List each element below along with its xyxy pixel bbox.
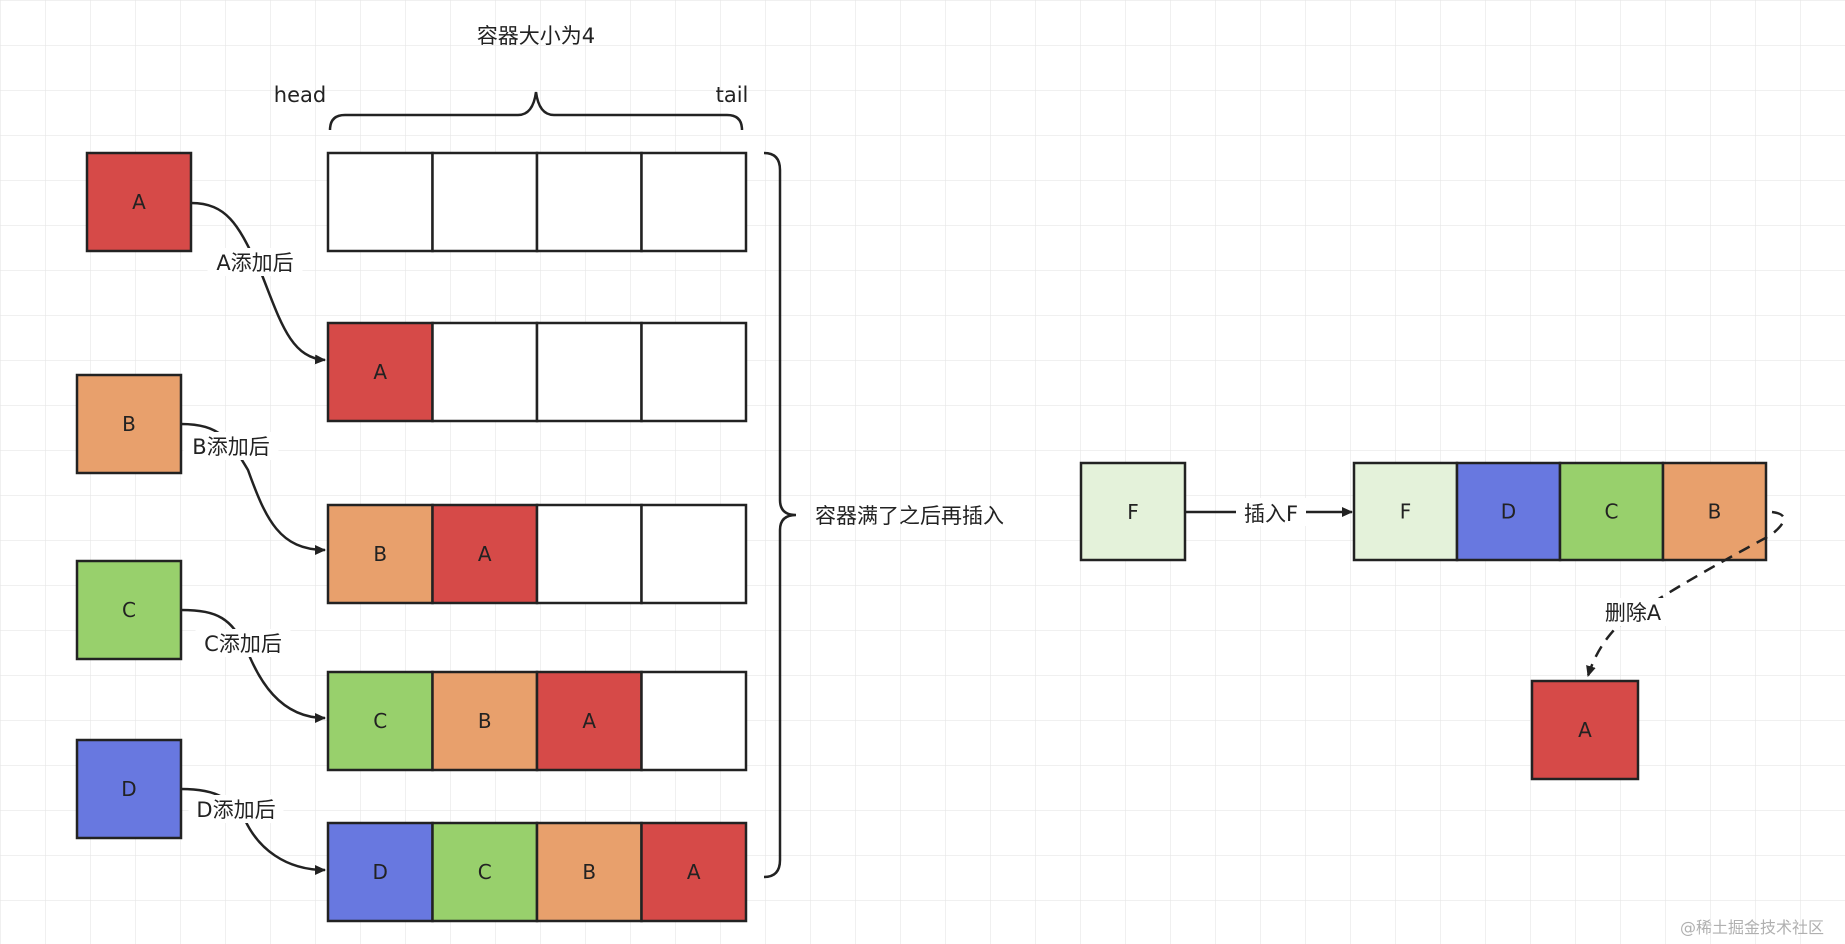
add-label-2: C添加后	[204, 632, 282, 656]
container-size-title: 容器大小为4	[477, 24, 595, 48]
result-cell	[1558, 461, 1665, 562]
result-cell-label: B	[1708, 500, 1722, 524]
item-box-label: C	[122, 598, 136, 622]
result-cell-label: C	[1605, 500, 1619, 524]
queue-cell	[640, 821, 748, 923]
add-label-bg	[207, 248, 303, 276]
new-item-f-box	[1079, 461, 1187, 562]
queue-cell	[326, 151, 434, 253]
queue-cell	[431, 670, 539, 772]
add-label-bg	[188, 795, 284, 823]
item-box-label: B	[122, 412, 136, 436]
delete-label-bg	[1598, 598, 1668, 626]
item-box-label: D	[121, 777, 136, 801]
queue-cell	[535, 821, 643, 923]
removed-item-label: A	[1578, 718, 1592, 742]
item-box-label: A	[132, 190, 146, 214]
queue-cell-label: B	[373, 542, 387, 566]
insert-label-bg	[1236, 498, 1306, 526]
add-arrows: A添加后 B添加后 C添加后 D添加后	[180, 201, 326, 875]
queue-cell	[326, 670, 434, 772]
add-label-bg	[195, 629, 291, 657]
queue-cell	[640, 503, 748, 605]
input-items: A B C D	[75, 151, 193, 840]
queue-cell	[431, 321, 539, 423]
add-arrow-1	[180, 422, 326, 555]
queue-row-0	[326, 151, 748, 253]
top-brace	[328, 91, 744, 131]
container-full-brace	[763, 151, 797, 879]
item-box-b	[75, 373, 183, 475]
result-cell-label: F	[1400, 500, 1412, 524]
add-label-3: D添加后	[196, 798, 275, 822]
queue-cell-label: D	[373, 860, 388, 884]
queue-cell	[640, 151, 748, 253]
new-item-f-label: F	[1127, 500, 1139, 524]
container-full-label: 容器满了之后再插入	[815, 504, 1004, 528]
add-label-1: B添加后	[192, 435, 269, 459]
queue-cell-label: B	[582, 860, 596, 884]
queue-cell	[431, 151, 539, 253]
queue-cell-label: C	[478, 860, 492, 884]
queue-cell	[326, 321, 434, 423]
queue-cell	[640, 670, 748, 772]
delete-label: 删除A	[1605, 601, 1662, 625]
queue-cell-label: A	[478, 542, 492, 566]
queue-cell-label: A	[687, 860, 701, 884]
removed-item-box	[1530, 679, 1640, 781]
queue-cell	[431, 503, 539, 605]
queue-cell	[326, 821, 434, 923]
tail-label: tail	[716, 83, 749, 107]
watermark: @稀土掘金技术社区	[1680, 918, 1824, 937]
result-cell	[1661, 461, 1768, 562]
queue-cell	[640, 321, 748, 423]
add-label-0: A添加后	[216, 251, 293, 275]
result-cell-label: D	[1501, 500, 1516, 524]
queue-cell	[535, 670, 643, 772]
delete-arrow	[1586, 510, 1785, 677]
queue-cell	[431, 821, 539, 923]
queue-cell	[535, 321, 643, 423]
queue-cell-label: B	[478, 709, 492, 733]
item-box-c	[75, 559, 183, 661]
insert-label: 插入F	[1244, 502, 1298, 526]
queue-cell-label: A	[373, 360, 387, 384]
queue-cell	[535, 151, 643, 253]
queue-cell-label: A	[582, 709, 596, 733]
queue-row-1: A	[326, 321, 748, 423]
head-label: head	[274, 83, 326, 107]
add-label-bg	[183, 432, 279, 460]
item-box-d	[75, 738, 183, 840]
queue-cell-label: C	[373, 709, 387, 733]
queue-cell	[535, 503, 643, 605]
result-cell	[1352, 461, 1459, 562]
